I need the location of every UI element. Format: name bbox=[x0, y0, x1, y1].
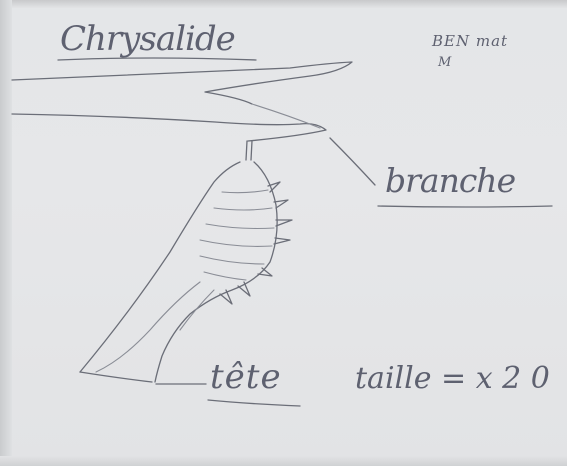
segment-line-2 bbox=[213, 207, 273, 211]
branch-label-underline bbox=[377, 205, 553, 208]
paper-edge-left bbox=[0, 0, 12, 466]
spike-3 bbox=[275, 219, 293, 227]
spike-4 bbox=[273, 237, 291, 245]
spike-7 bbox=[219, 289, 233, 305]
branch-tip-line bbox=[251, 103, 321, 129]
scale-label: taille = x 2 0 bbox=[355, 361, 550, 396]
chrysalis-left-outline bbox=[79, 161, 241, 373]
chrysalis-base bbox=[79, 371, 153, 383]
title-underline bbox=[57, 57, 257, 61]
head-label: tête bbox=[210, 357, 282, 397]
author-name: BEN mat bbox=[431, 32, 508, 50]
spike-6 bbox=[237, 281, 251, 297]
segment-line-1 bbox=[221, 189, 269, 194]
wing-case-line-2 bbox=[179, 289, 215, 331]
silk-stalk-left bbox=[245, 140, 248, 161]
branch-lower-outline bbox=[11, 113, 327, 142]
silk-stalk-right bbox=[250, 140, 253, 161]
segment-line-6 bbox=[203, 271, 247, 281]
branch-upper-outline bbox=[11, 61, 353, 105]
author-sub: M bbox=[437, 55, 452, 70]
head-label-underline bbox=[207, 399, 301, 407]
paper-edge-bottom bbox=[0, 456, 567, 466]
wing-case-line bbox=[95, 281, 201, 373]
segment-line-5 bbox=[199, 255, 265, 265]
branch-label: branche bbox=[385, 161, 516, 200]
paper-edge-top bbox=[0, 0, 567, 8]
segment-line-4 bbox=[199, 239, 273, 247]
segment-line-3 bbox=[205, 223, 275, 230]
title-text: Chrysalide bbox=[60, 19, 235, 59]
chrysalis-right-outline bbox=[154, 161, 278, 383]
branch-pointer-line bbox=[329, 137, 376, 186]
spike-1 bbox=[267, 181, 281, 193]
spike-5 bbox=[257, 267, 273, 277]
spike-2 bbox=[273, 199, 289, 209]
